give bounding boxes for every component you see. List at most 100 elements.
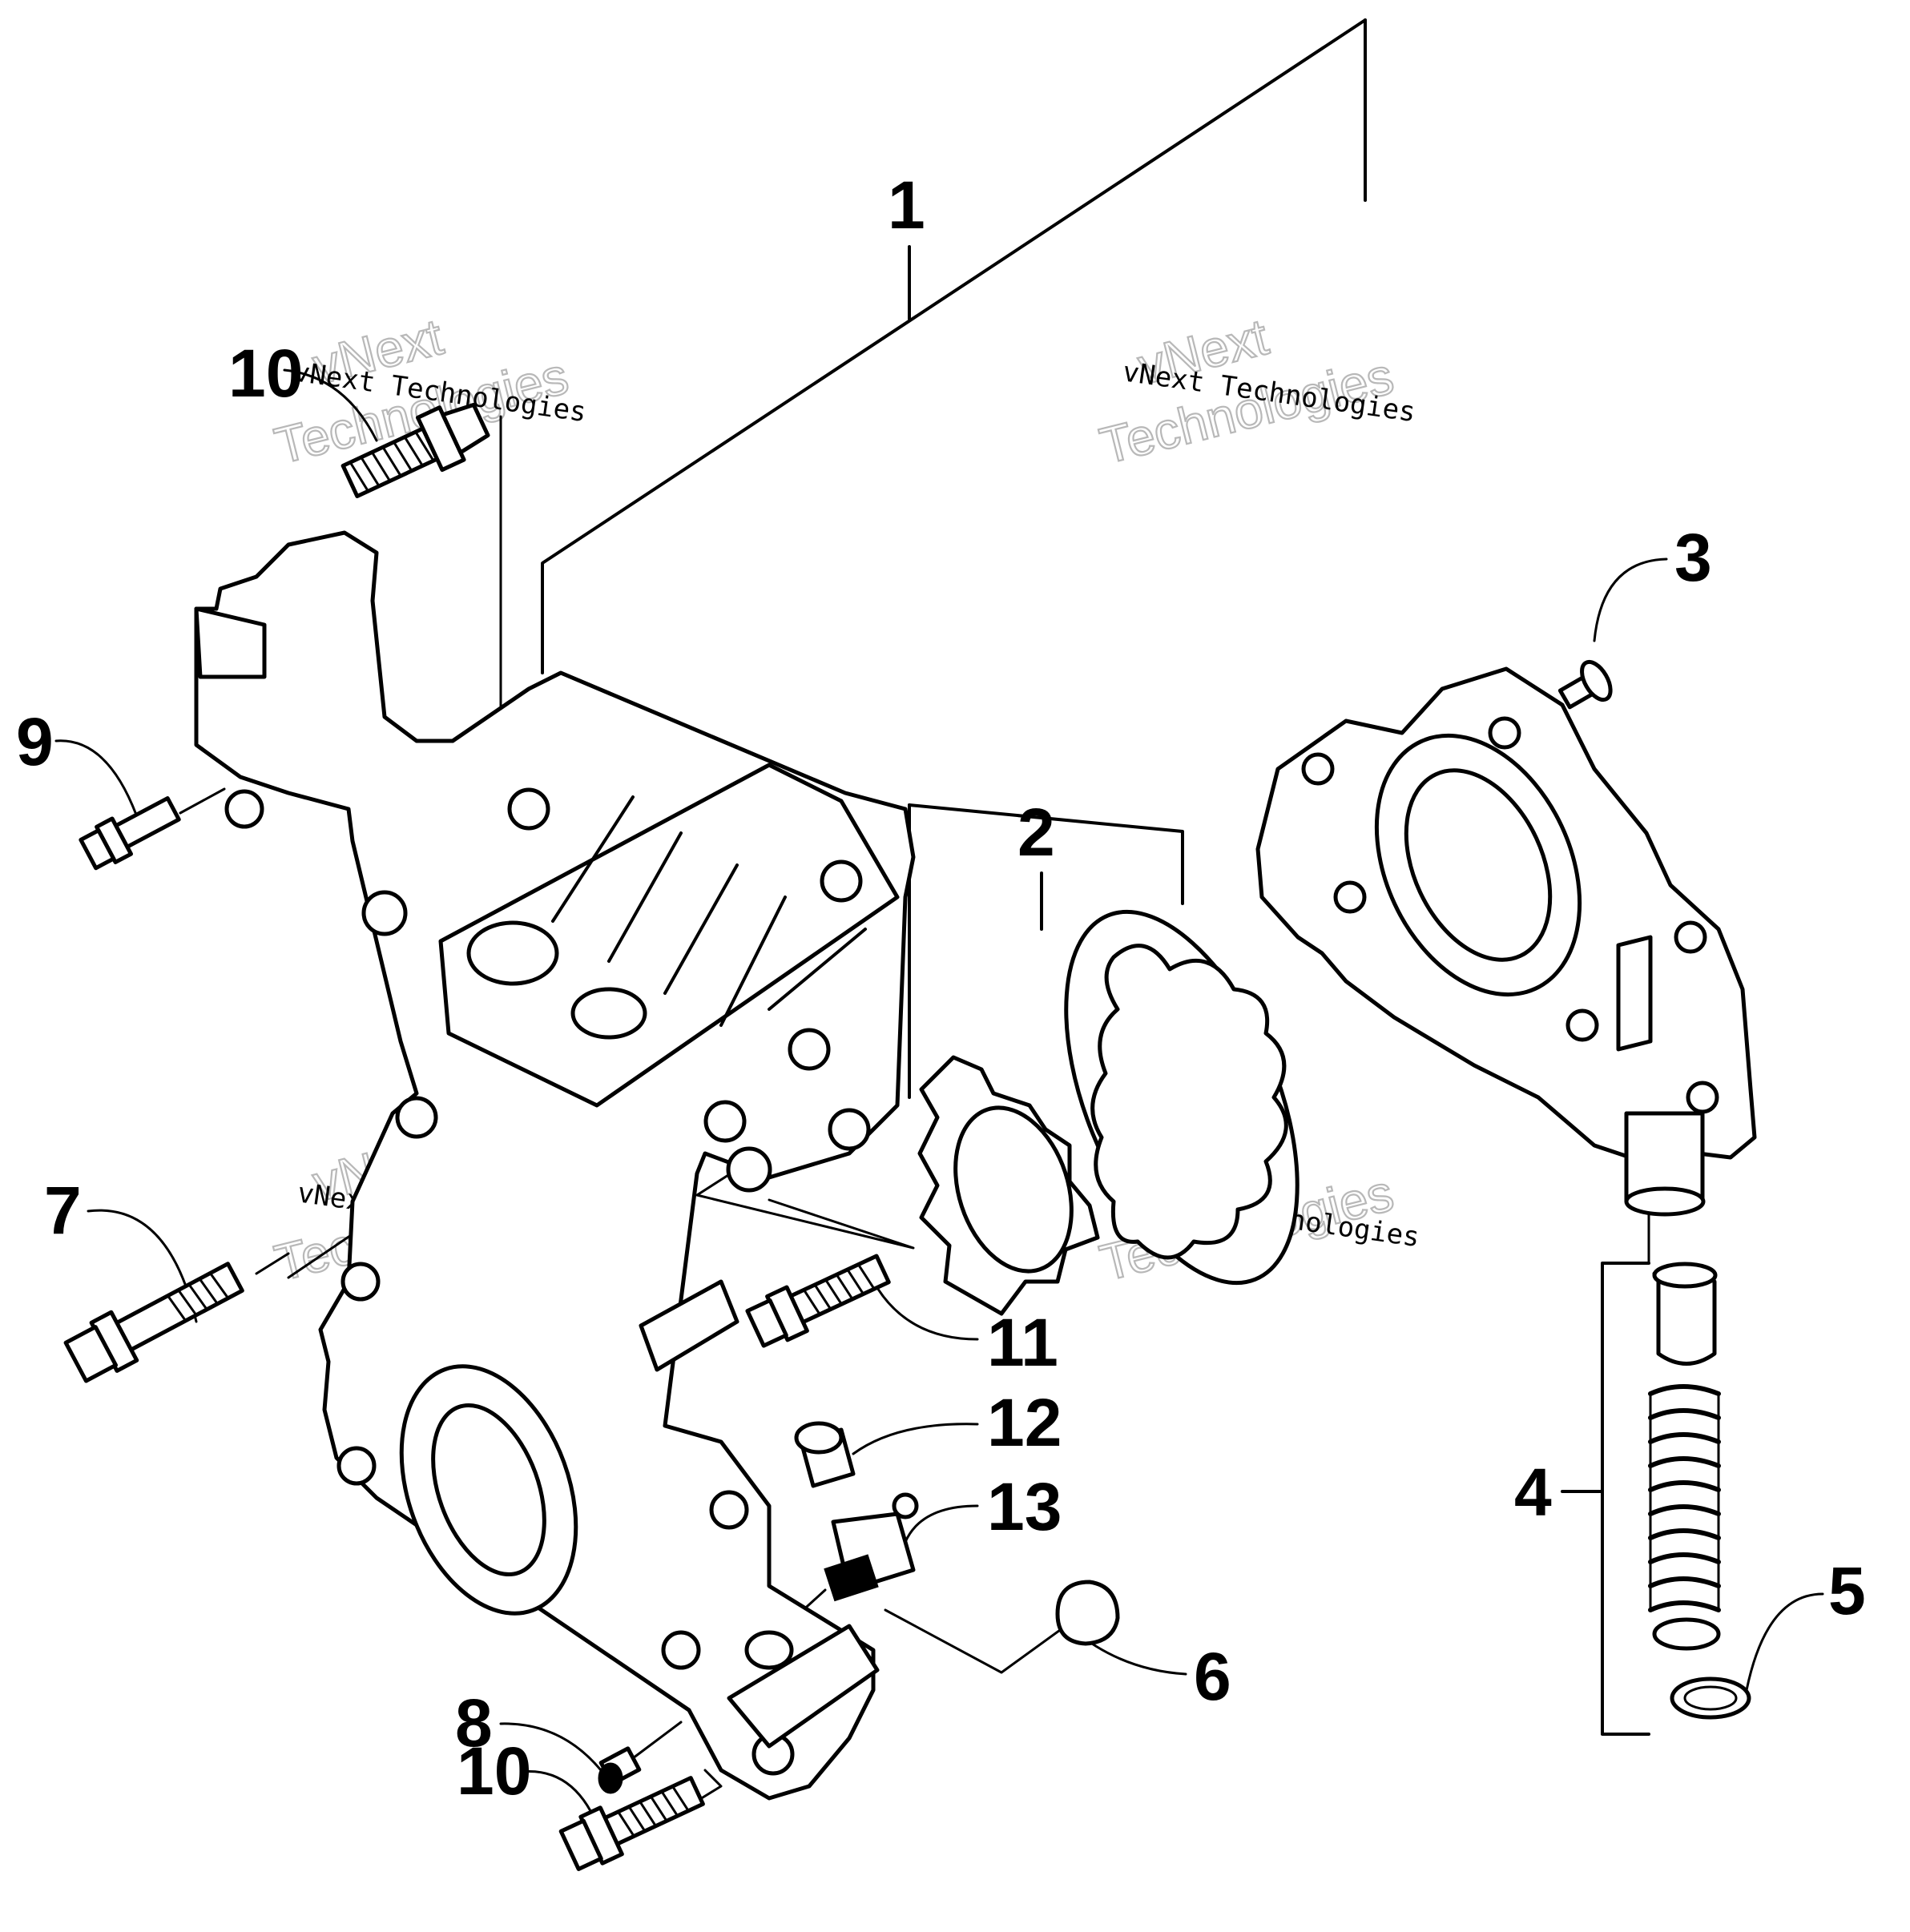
callout-1: 1 xyxy=(888,167,925,243)
top-pad xyxy=(438,763,900,1108)
housing-outline xyxy=(194,530,916,1801)
leader-5 xyxy=(1745,1592,1824,1692)
boss-hole xyxy=(703,1100,747,1143)
leader-3 xyxy=(1593,557,1668,642)
boss-hole xyxy=(726,1146,772,1193)
snap-ring-inner xyxy=(1683,1685,1738,1711)
callout-8: 8 xyxy=(455,1685,493,1761)
pump-cover xyxy=(1255,666,1757,1217)
screw-3 xyxy=(1557,659,1613,710)
callout-5: 5 xyxy=(1828,1553,1866,1628)
cover-rib xyxy=(1616,935,1653,1052)
cover-bolt-hole xyxy=(1488,716,1521,750)
boss-hole xyxy=(709,1490,749,1530)
boss-hole xyxy=(224,789,264,829)
relief-plunger xyxy=(1652,1271,1717,1366)
pad-hole xyxy=(466,920,559,986)
leader-11-b xyxy=(695,1168,915,1250)
spring-seat xyxy=(1652,1617,1721,1651)
boss-hole xyxy=(340,1262,381,1302)
upper-boss xyxy=(194,606,267,679)
boss-hole xyxy=(828,1108,871,1151)
plug-cap xyxy=(1055,1580,1120,1646)
callout-13: 13 xyxy=(987,1469,1062,1544)
inner-rotor xyxy=(917,1055,1100,1316)
cover-bolt-hole xyxy=(1301,752,1335,786)
callout-12: 12 xyxy=(987,1385,1062,1460)
callout-11: 11 xyxy=(987,1305,1058,1380)
leader-7-b xyxy=(255,1252,290,1275)
gallery-boss xyxy=(727,1624,880,1749)
callout-4: 4 xyxy=(1514,1455,1552,1530)
outer-rotor xyxy=(1064,909,1300,1286)
bolt-9 xyxy=(79,796,181,871)
boss-hole xyxy=(661,1630,701,1670)
boss-hole xyxy=(395,1096,438,1139)
boss-hole xyxy=(361,890,408,936)
callout-9: 9 xyxy=(16,704,54,779)
callout-2: 2 xyxy=(1017,795,1055,870)
pipe-stub xyxy=(639,1279,739,1372)
callout-6: 6 xyxy=(1194,1639,1231,1714)
dowel-12 xyxy=(794,1421,856,1488)
callout-10-bottom: 10 xyxy=(457,1733,531,1809)
bracket-4 xyxy=(1601,1262,1650,1736)
plug-6 xyxy=(1055,1580,1120,1646)
bolt-7 xyxy=(63,1262,244,1383)
bolt-11 xyxy=(745,1254,891,1348)
bolt-thread xyxy=(802,1263,876,1316)
leader-8-b xyxy=(631,1721,683,1760)
screw-head xyxy=(1580,659,1613,702)
bolt-10-top xyxy=(340,402,490,499)
bolt-thread xyxy=(617,1785,690,1837)
bracket-2 xyxy=(908,803,1184,905)
plug-8 xyxy=(598,1746,642,1794)
bolt-thread xyxy=(349,430,435,493)
rib xyxy=(551,795,635,923)
gallery-hole xyxy=(744,1630,794,1670)
bolt-head xyxy=(441,402,490,455)
sensor-terminal xyxy=(892,1492,919,1519)
sensor-hex xyxy=(824,1554,879,1602)
rib xyxy=(719,896,787,1027)
pad-hole xyxy=(570,987,647,1040)
leader-9-b xyxy=(179,787,226,815)
boss-hole xyxy=(336,1446,377,1486)
cover-bolt-hole xyxy=(1333,880,1367,914)
bolt-10-bottom xyxy=(558,1776,705,1871)
boss-hole xyxy=(788,1028,831,1071)
leader-13 xyxy=(904,1504,979,1544)
cover-bolt-hole xyxy=(1686,1081,1719,1114)
callout-3: 3 xyxy=(1674,520,1712,595)
boss-hole xyxy=(507,787,550,831)
cover-bolt-hole xyxy=(1674,920,1707,954)
dowel-end xyxy=(794,1421,844,1455)
callout-7: 7 xyxy=(44,1173,82,1248)
leader-10-top xyxy=(283,368,378,442)
bolt-head xyxy=(745,1298,788,1348)
pressure-sensor-13 xyxy=(824,1492,919,1602)
leader-8 xyxy=(499,1722,602,1772)
cover-bolt-hole xyxy=(1565,1008,1599,1042)
rib xyxy=(663,863,739,995)
crank-seal-inner xyxy=(431,1403,546,1577)
bolt-head xyxy=(558,1818,603,1871)
rotor-bore xyxy=(953,1105,1074,1274)
callouts: 1 2 3 4 5 6 7 8 9 10 10 11 12 13 xyxy=(16,167,1866,1809)
boss-hole xyxy=(820,859,863,903)
leader-6-b xyxy=(884,1608,1067,1674)
rib xyxy=(768,928,867,1011)
bolt-head xyxy=(63,1325,119,1383)
rib xyxy=(607,831,683,963)
snap-ring xyxy=(1670,1676,1751,1720)
relief-spring xyxy=(1648,1384,1721,1612)
bracket-1-top xyxy=(541,18,1367,674)
relief-bore-end xyxy=(1624,1186,1706,1217)
bolt-head xyxy=(79,828,116,871)
timing-cover-housing xyxy=(194,530,916,1801)
bolt-thread xyxy=(166,1271,230,1322)
bolt-shank xyxy=(112,1262,244,1353)
plug-head xyxy=(598,1762,623,1794)
leader-12 xyxy=(852,1423,979,1455)
spring-sides xyxy=(1649,1392,1720,1612)
